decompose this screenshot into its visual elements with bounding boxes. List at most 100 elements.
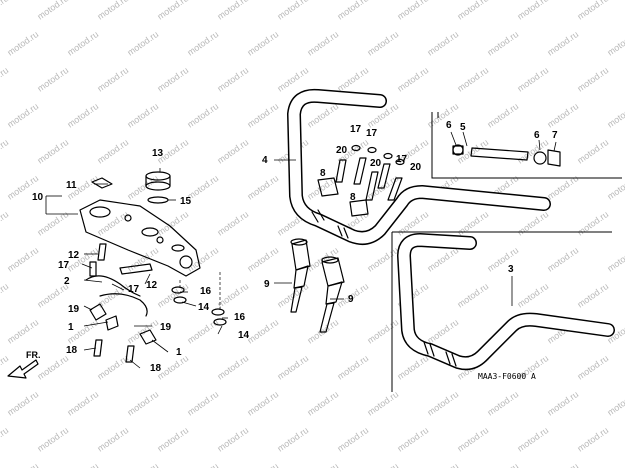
watermark-text: motod.ru	[395, 353, 430, 382]
watermark-text: motod.ru	[485, 245, 520, 274]
watermark-text: motod.ru	[605, 461, 625, 468]
watermark-text: motod.ru	[545, 173, 580, 202]
watermark-text: motod.ru	[305, 461, 340, 468]
watermark-text: motod.ru	[35, 425, 70, 454]
watermark-text: motod.ru	[215, 281, 250, 310]
watermark-text: motod.ru	[275, 425, 310, 454]
watermark-text: motod.ru	[95, 209, 130, 238]
watermark-text: motod.ru	[0, 353, 10, 382]
watermark-text: motod.ru	[245, 29, 280, 58]
watermark-text: motod.ru	[215, 65, 250, 94]
callout-14a: 14	[198, 302, 210, 313]
watermark-text: motod.ru	[65, 29, 100, 58]
front-arrow: FR.	[7, 350, 41, 379]
watermark-text: motod.ru	[0, 137, 10, 166]
watermark-text: motod.ru	[155, 209, 190, 238]
watermark-text: motod.ru	[575, 353, 610, 382]
watermark-text: motod.ru	[305, 101, 340, 130]
watermark-text: motod.ru	[245, 461, 280, 468]
washer-15	[147, 196, 169, 204]
callout-5: 5	[460, 122, 466, 133]
callout-20c: 20	[410, 162, 422, 173]
watermark-text: motod.ru	[125, 317, 160, 346]
watermark-text: motod.ru	[545, 389, 580, 418]
callout-7: 7	[552, 130, 558, 141]
watermark-text: motod.ru	[185, 101, 220, 130]
watermark-text: motod.ru	[575, 0, 610, 22]
callout-17e: 17	[396, 154, 408, 165]
watermark-text: motod.ru	[185, 317, 220, 346]
callout-15: 15	[180, 196, 192, 207]
watermark-text: motod.ru	[95, 0, 130, 22]
holder-8-lower	[349, 199, 369, 217]
watermark-text: motod.ru	[515, 281, 550, 310]
riser-9-right	[319, 256, 345, 333]
callout-3: 3	[508, 264, 514, 275]
callout-17d: 17	[366, 128, 378, 139]
callout-18a: 18	[66, 345, 78, 356]
watermark-text: motod.ru	[335, 425, 370, 454]
watermark-text: motod.ru	[485, 461, 520, 468]
watermark-text: motod.ru	[575, 281, 610, 310]
watermark-text: motod.ru	[95, 65, 130, 94]
watermark-text: motod.ru	[575, 209, 610, 238]
watermark-text: motod.ru	[125, 245, 160, 274]
watermark-text: motod.ru	[455, 209, 490, 238]
watermark-text: motod.ru	[155, 281, 190, 310]
watermark-text: motod.ru	[245, 101, 280, 130]
callout-12b: 12	[146, 280, 158, 291]
watermark-text: motod.ru	[545, 29, 580, 58]
watermark-text: motod.ru	[455, 65, 490, 94]
front-label: FR.	[26, 350, 41, 360]
watermark-text: motod.ru	[185, 29, 220, 58]
callout-4: 4	[262, 155, 268, 166]
watermark-text: motod.ru	[395, 425, 430, 454]
callout-8b: 8	[350, 192, 356, 203]
callout-20b: 20	[370, 158, 382, 169]
handlebar-4	[287, 88, 551, 245]
watermark-text: motod.ru	[35, 0, 70, 22]
watermark-text: motod.ru	[245, 245, 280, 274]
callout-2: 2	[64, 276, 70, 287]
watermark-text: motod.ru	[335, 0, 370, 22]
callout-1b: 1	[176, 347, 182, 358]
callout-17a: 17	[58, 260, 70, 271]
watermark-text: motod.ru	[35, 137, 70, 166]
watermark-text: motod.ru	[515, 0, 550, 22]
nut-13	[145, 171, 171, 191]
callout-6b: 6	[534, 130, 540, 141]
callout-16b: 16	[234, 312, 246, 323]
watermark-text: motod.ru	[95, 353, 130, 382]
watermark-text: motod.ru	[215, 0, 250, 22]
watermark-text: motod.ru	[365, 317, 400, 346]
watermark-text: motod.ru	[575, 65, 610, 94]
watermark-text: motod.ru	[215, 209, 250, 238]
watermark-text: motod.ru	[485, 389, 520, 418]
holder-8-upper	[317, 177, 339, 197]
watermark-text: motod.ru	[605, 29, 625, 58]
watermark-text: motod.ru	[5, 317, 40, 346]
watermark-text: motod.ru	[185, 389, 220, 418]
watermark-text: motod.ru	[185, 245, 220, 274]
watermark-text: motod.ru	[485, 29, 520, 58]
callout-18b: 18	[150, 363, 162, 374]
cap-11	[91, 177, 113, 189]
watermark-text: motod.ru	[65, 461, 100, 468]
watermark-text: motod.ru	[365, 245, 400, 274]
watermark-text: motod.ru	[305, 389, 340, 418]
watermark-text: motod.ru	[515, 209, 550, 238]
watermark-text: motod.ru	[335, 65, 370, 94]
callout-6a: 6	[446, 120, 452, 131]
watermark-text: motod.ru	[245, 173, 280, 202]
watermark-text: motod.ru	[275, 0, 310, 22]
callout-17b: 17	[128, 284, 140, 295]
watermark-text: motod.ru	[425, 245, 460, 274]
watermark-text: motod.ru	[5, 461, 40, 468]
watermark-text: motod.ru	[545, 461, 580, 468]
watermark-text: motod.ru	[485, 101, 520, 130]
watermark-text: motod.ru	[35, 353, 70, 382]
watermark-text: motod.ru	[395, 0, 430, 22]
watermark-text: motod.ru	[605, 389, 625, 418]
watermark-text: motod.ru	[35, 209, 70, 238]
